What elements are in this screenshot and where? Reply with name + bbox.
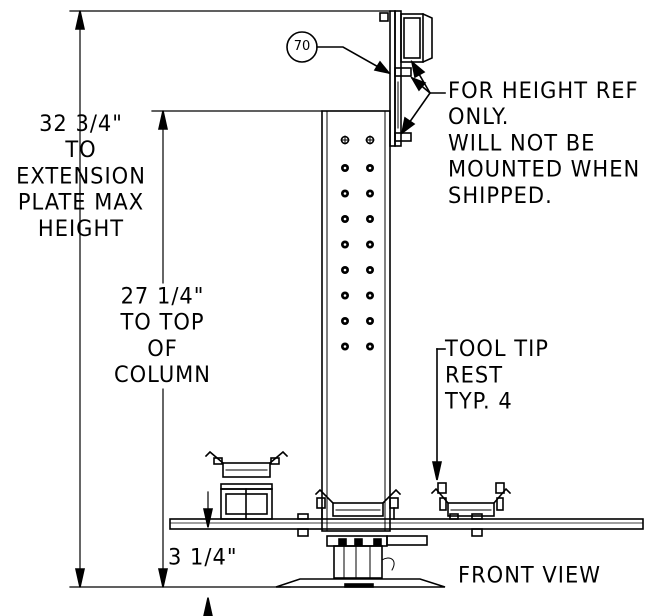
height-ref-line-1: FOR HEIGHT REF <box>448 77 639 104</box>
callout-70-text: 70 <box>293 39 311 54</box>
column-height-line-1: 27 1/4" <box>120 283 205 309</box>
overall-height-line-1: 32 3/4" <box>39 110 123 137</box>
column-hole-grid <box>341 164 374 351</box>
column-height-line-2: TO TOP <box>120 309 205 335</box>
column-hole-center <box>368 166 372 170</box>
column-hole-center <box>343 243 347 246</box>
column-hole-center <box>368 192 372 195</box>
tool-tip-line-2: REST <box>445 362 504 388</box>
column-hole-center <box>343 294 347 297</box>
base-plate <box>169 513 644 537</box>
column-height-line-4: COLUMN <box>113 362 212 388</box>
extension-plate <box>379 10 433 147</box>
column-hole-center <box>343 345 347 348</box>
overall-height-line-3: EXTENSION <box>16 163 146 189</box>
column-hole-center <box>368 294 372 297</box>
column-hole-center <box>368 217 372 221</box>
column-hole-center <box>343 166 347 170</box>
height-ref-line-3: WILL NOT BE <box>448 130 596 156</box>
column-hole-center <box>368 268 372 272</box>
height-ref-note: FOR HEIGHT REF ONLY. WILL NOT BE MOUNTED… <box>448 78 640 209</box>
tool-tip-rest-center <box>314 488 402 520</box>
base-height-dimension <box>203 491 213 616</box>
height-ref-leader <box>400 59 446 135</box>
tool-tip-line-1: TOOL TIP <box>445 336 549 362</box>
column-hole-center <box>343 319 347 323</box>
height-ref-line-4: MOUNTED WHEN <box>448 156 641 182</box>
overall-height-line-5: HEIGHT <box>37 215 125 242</box>
overall-height-line-4: PLATE MAX <box>17 189 145 215</box>
tool-tip-leader <box>432 348 446 481</box>
column-height-label: 27 1/4" TO TOP OF COLUMN <box>100 283 225 389</box>
overall-height-label: 32 3/4" TO EXTENSION PLATE MAX HEIGHT <box>8 111 154 242</box>
tool-tip-note: TOOL TIP REST TYP. 4 <box>445 336 549 415</box>
tool-tip-rest-left <box>204 450 289 520</box>
leveling-foot <box>275 535 446 588</box>
tool-tip-rest-right <box>430 482 512 517</box>
column-hole-center <box>343 192 347 195</box>
overall-height-line-2: TO <box>65 137 97 163</box>
column-hole-center <box>343 268 347 272</box>
height-ref-line-5: SHIPPED. <box>448 182 553 209</box>
column-height-line-3: OF <box>147 336 178 362</box>
column-hole-center <box>343 217 347 221</box>
overall-height-dimension <box>69 10 391 588</box>
column-hole-center <box>368 345 372 348</box>
column-hole-center <box>368 243 372 246</box>
base-height-label: 3 1/4" <box>168 544 238 570</box>
callout-70-balloon <box>286 31 392 75</box>
height-ref-line-2: ONLY. <box>448 104 510 130</box>
tool-tip-line-3: TYP. 4 <box>445 388 513 414</box>
column <box>321 110 391 532</box>
column-hole-center <box>368 319 372 323</box>
view-title: FRONT VIEW <box>458 562 602 588</box>
